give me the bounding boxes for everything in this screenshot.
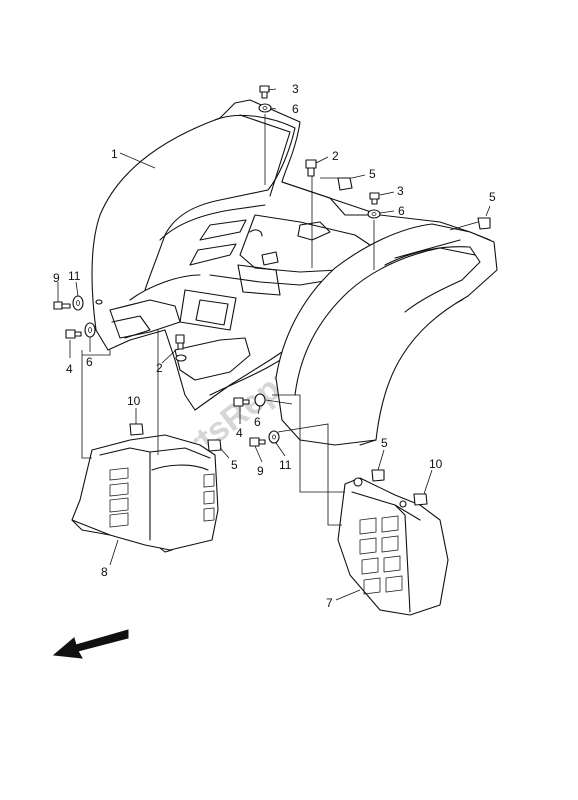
- bolt-icon: [259, 85, 270, 99]
- grommet-icon: [413, 493, 428, 506]
- washer-icon: [84, 322, 96, 338]
- callout-11: 11: [68, 269, 81, 283]
- callout-5: 5: [231, 458, 238, 472]
- right-mudflap-part: [337, 477, 449, 616]
- washer-icon: [175, 354, 187, 362]
- bolt-icon: [175, 334, 185, 350]
- bolt-icon: [249, 437, 266, 447]
- grommet-icon: [207, 439, 222, 452]
- grommet-icon: [477, 217, 491, 230]
- leader-lines: [57, 88, 491, 601]
- washer-icon: [72, 295, 84, 311]
- callout-5: 5: [381, 436, 388, 450]
- grommet-icon: [337, 177, 353, 191]
- callout-9: 9: [53, 271, 60, 285]
- washer-icon: [254, 393, 266, 407]
- callout-6: 6: [292, 102, 299, 116]
- clip-icon: [95, 299, 103, 305]
- callout-5: 5: [369, 167, 376, 181]
- callout-6: 6: [398, 204, 405, 218]
- grommet-icon: [129, 423, 144, 436]
- callout-3: 3: [292, 82, 299, 96]
- fasteners: [53, 85, 491, 506]
- callout-4: 4: [66, 362, 73, 376]
- callout-7: 7: [326, 596, 333, 610]
- washer-icon: [258, 103, 272, 113]
- callout-3: 3: [397, 184, 404, 198]
- right-mudflap-vents: [359, 515, 403, 595]
- front-direction-arrow-icon: [52, 629, 129, 659]
- grommet-icon: [371, 469, 385, 482]
- washer-icon: [367, 209, 381, 219]
- left-mudflap-vents: [109, 467, 215, 528]
- callout-6: 6: [86, 355, 93, 369]
- bolt-icon: [305, 159, 317, 177]
- callout-labels: 1 2 2 3 3 4 4 5 5 5 5 6 6 6 6 7 8 9 9 10…: [53, 82, 496, 610]
- callout-1: 1: [111, 147, 118, 161]
- callout-8: 8: [101, 565, 108, 579]
- bolt-icon: [233, 397, 250, 407]
- callout-4: 4: [236, 426, 243, 440]
- washer-icon: [268, 430, 280, 444]
- callout-11: 11: [279, 458, 292, 472]
- bolt-icon: [369, 192, 380, 205]
- right-fender-extension: [275, 223, 498, 446]
- callout-6: 6: [254, 415, 261, 429]
- callout-9: 9: [257, 464, 264, 478]
- callout-2: 2: [332, 149, 339, 163]
- bolt-icon: [65, 329, 82, 339]
- callout-10: 10: [429, 457, 443, 471]
- callout-2: 2: [156, 361, 163, 375]
- left-mudflap-part: [71, 434, 219, 553]
- callout-5: 5: [489, 190, 496, 204]
- bolt-icon: [53, 301, 71, 310]
- callout-10: 10: [127, 394, 141, 408]
